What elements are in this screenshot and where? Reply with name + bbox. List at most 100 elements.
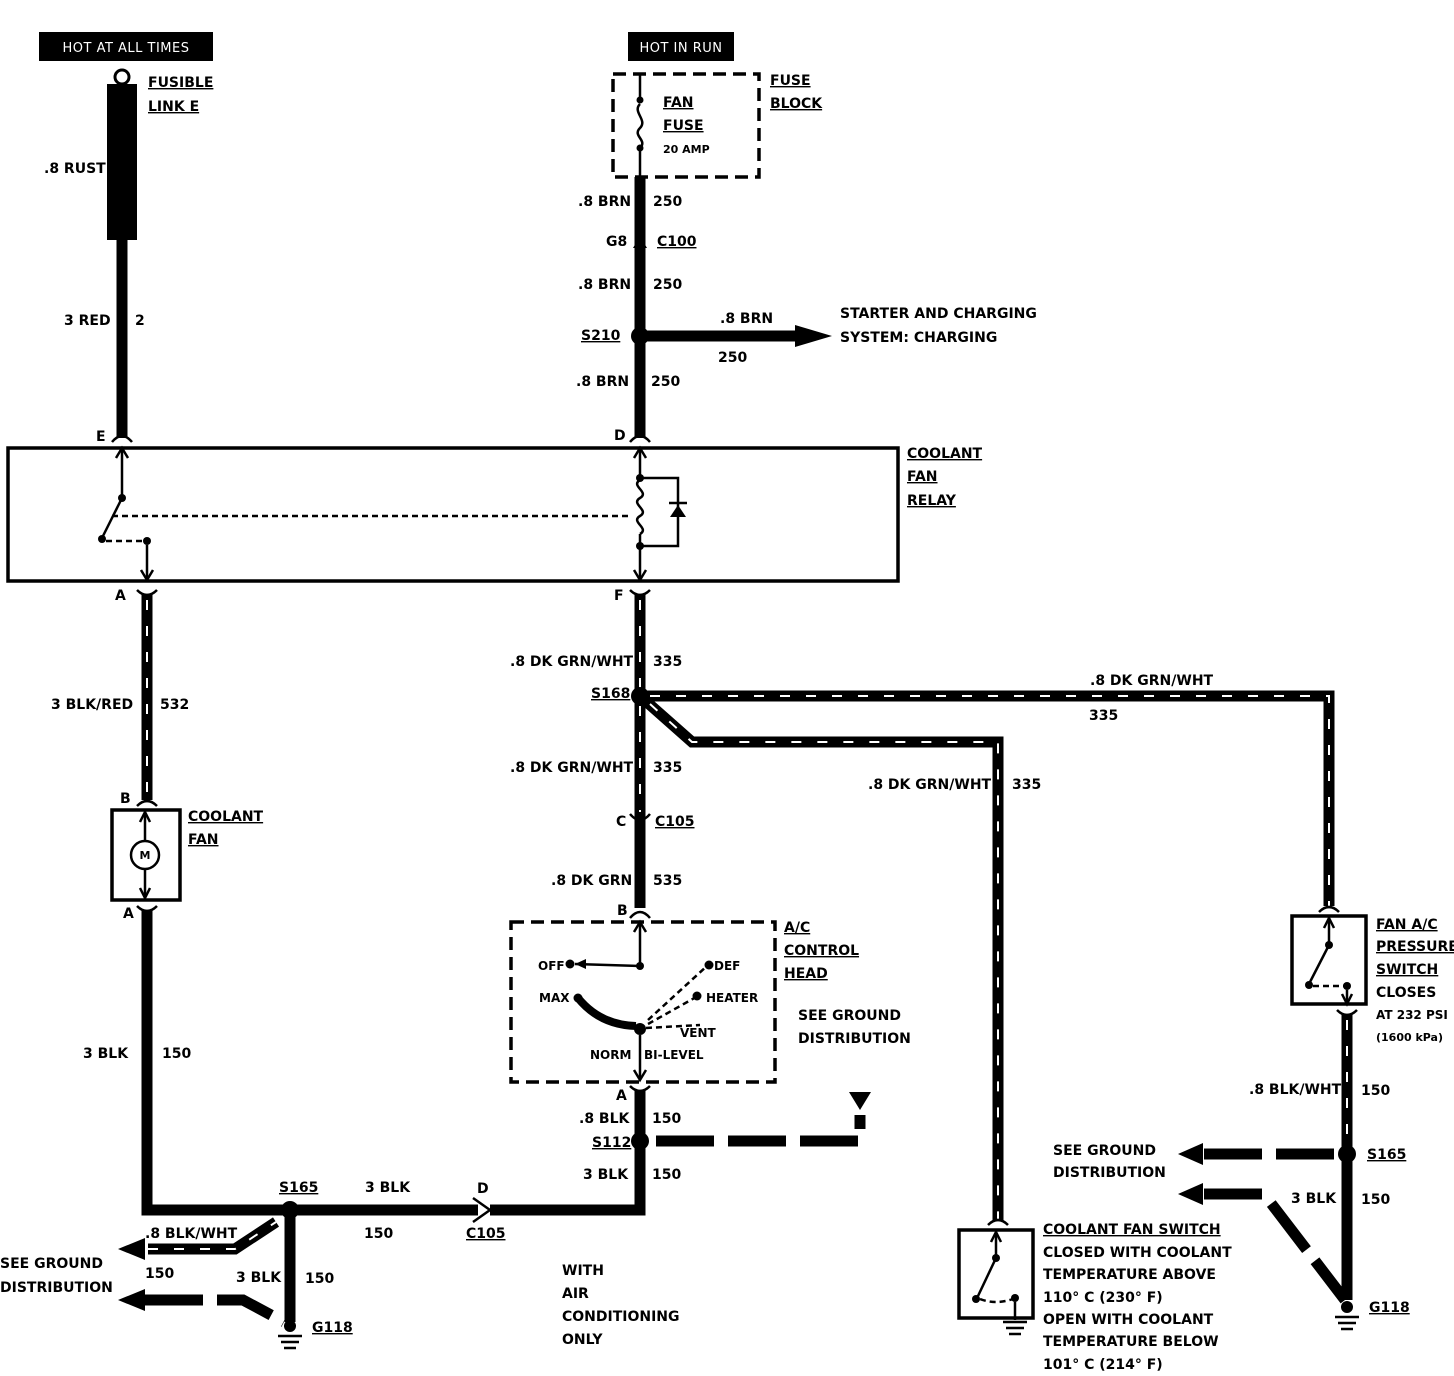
with-ac-2: AIR	[562, 1286, 589, 1302]
blk-fan-circuit: 150	[162, 1046, 191, 1062]
relay-label-2: FAN	[907, 469, 938, 485]
s210-label: S210	[581, 328, 621, 344]
ac-vent-label: VENT	[680, 1026, 717, 1040]
dkgrn-label: .8 DK GRN	[551, 873, 632, 889]
blk-g118-left-label: 3 BLK	[236, 1270, 282, 1286]
c105-bottom-label: C105	[466, 1226, 506, 1242]
s112-label: S112	[592, 1135, 631, 1151]
g118-left-ground	[278, 1320, 302, 1350]
ground-arrow-left-2	[118, 1289, 145, 1311]
see-ground-left-1: SEE GROUND	[0, 1256, 103, 1272]
cfs-label-5: OPEN WITH COOLANT	[1043, 1312, 1214, 1328]
fusible-link-e	[107, 68, 137, 240]
pin-a-relay: A	[115, 588, 126, 604]
motor-symbol: M	[140, 849, 151, 862]
blk-s112-down-circuit: 150	[652, 1167, 681, 1183]
g118-left-label: G118	[312, 1320, 353, 1336]
pin-f: F	[614, 588, 624, 604]
blk-g118-left-circuit: 150	[305, 1271, 334, 1287]
see-ground-right-1: SEE GROUND	[1053, 1143, 1156, 1159]
g118-right-ground	[1335, 1301, 1359, 1331]
s112-splice-dot	[631, 1132, 649, 1150]
starter-note-1: STARTER AND CHARGING	[840, 306, 1037, 322]
pin-b-fan: B	[120, 791, 131, 807]
see-ground-mid-1: SEE GROUND	[798, 1008, 901, 1024]
blk-s112-down-label: 3 BLK	[583, 1167, 629, 1183]
c100-connector	[633, 236, 647, 248]
dkgrn-circuit: 535	[653, 873, 682, 889]
ac-heater-label: HEATER	[706, 991, 758, 1005]
blk-fan-label: 3 BLK	[83, 1046, 129, 1062]
s165-right-splice-dot	[1338, 1145, 1356, 1163]
fusible-link-label-2: LINK E	[148, 99, 199, 115]
brn-wire-label-b: .8 BRN	[578, 277, 631, 293]
cfs-label-4: 110° C (230° F)	[1043, 1290, 1163, 1306]
charging-arrow	[795, 325, 832, 347]
brn-wire-label-d: .8 BRN	[576, 374, 629, 390]
c105-mid-connector	[629, 813, 651, 822]
s165-right-label: S165	[1367, 1147, 1406, 1163]
grnwht-label-a: .8 DK GRN/WHT	[510, 654, 634, 670]
ac-bilevel-label: BI-LEVEL	[644, 1048, 704, 1062]
brn-wire-label-c: .8 BRN	[720, 311, 773, 327]
s112-ground-dash	[656, 1115, 866, 1147]
fusible-link-label-1: FUSIBLE	[148, 75, 213, 91]
hot-in-run-label: HOT IN RUN	[639, 41, 722, 56]
red-wire-label: 3 RED	[64, 313, 111, 329]
relay-contacts	[98, 445, 632, 583]
relay-label-3: RELAY	[907, 493, 957, 509]
ac-off-label: OFF	[538, 959, 565, 973]
with-ac-4: ONLY	[562, 1332, 603, 1348]
hot-at-all-times-label: HOT AT ALL TIMES	[62, 41, 189, 56]
starter-note-2: SYSTEM: CHARGING	[840, 330, 997, 346]
s112-ground-arrow	[849, 1092, 871, 1110]
ground-arrow-right-2	[1178, 1183, 1203, 1205]
red-wire-circuit: 2	[135, 313, 145, 329]
hot-at-all-times-banner: HOT AT ALL TIMES	[39, 32, 213, 61]
ac-head-label-2: CONTROL	[784, 943, 859, 959]
see-ground-mid-2: DISTRIBUTION	[798, 1031, 911, 1047]
c105-bottom-pin: D	[477, 1181, 489, 1197]
ground-arrow-left-1	[118, 1238, 145, 1260]
coolant-fan-relay-box	[6, 446, 900, 583]
blk-s112-up-circuit: 150	[652, 1111, 681, 1127]
wire-dk-grn-wht-to-pressure	[640, 690, 1335, 906]
ground-arrow-right-1	[1178, 1143, 1203, 1165]
coolant-fan-label-2: FAN	[188, 832, 219, 848]
right-ground-dash	[1204, 1188, 1350, 1304]
with-ac-1: WITH	[562, 1263, 604, 1279]
grnwht-circuit-c: 335	[653, 760, 682, 776]
coolant-fan-switch	[957, 1218, 1035, 1336]
grnwht-label-d: .8 DK GRN/WHT	[868, 777, 992, 793]
see-ground-left-2: DISTRIBUTION	[0, 1280, 113, 1296]
blk-s112-up-label: .8 BLK	[579, 1111, 631, 1127]
blk-right-circuit: 150	[1361, 1192, 1390, 1208]
pin-d: D	[614, 428, 626, 444]
pressure-label-2: PRESSURE	[1376, 939, 1454, 955]
coolant-fan-label-1: COOLANT	[188, 809, 264, 825]
blkwht-right-label: .8 BLK/WHT	[1249, 1082, 1342, 1098]
see-ground-right-2: DISTRIBUTION	[1053, 1165, 1166, 1181]
blk-s165-label: 3 BLK	[365, 1180, 411, 1196]
blk-s165-circuit: 150	[364, 1226, 393, 1242]
relay-label-1: COOLANT	[907, 446, 983, 462]
wire-blk-150-fan	[141, 910, 290, 1216]
grnwht-circuit-a: 335	[653, 654, 682, 670]
cfs-label-1: COOLANT FAN SWITCH	[1043, 1222, 1221, 1238]
hot-in-run-banner: HOT IN RUN	[628, 32, 734, 61]
cfs-label-2: CLOSED WITH COOLANT	[1043, 1245, 1232, 1261]
blk-right-label: 3 BLK	[1291, 1191, 1337, 1207]
grnwht-label-c: .8 DK GRN/WHT	[510, 760, 634, 776]
pin-a-fan: A	[123, 906, 134, 922]
cfs-label-7: 101° C (214° F)	[1043, 1357, 1163, 1373]
brn-wire-label-a: .8 BRN	[578, 194, 631, 210]
ac-def-label: DEF	[714, 959, 740, 973]
blkred-wire-label: 3 BLK/RED	[51, 697, 133, 713]
fan-fuse-label-1: FAN	[663, 95, 694, 111]
g118-right-label: G118	[1369, 1300, 1410, 1316]
grnwht-circuit-b: 335	[1089, 708, 1118, 724]
s168-label: S168	[591, 686, 630, 702]
s165-left-label: S165	[279, 1180, 318, 1196]
pressure-label-6: (1600 kPa)	[1376, 1031, 1443, 1044]
cfs-label-6: TEMPERATURE BELOW	[1043, 1334, 1219, 1350]
